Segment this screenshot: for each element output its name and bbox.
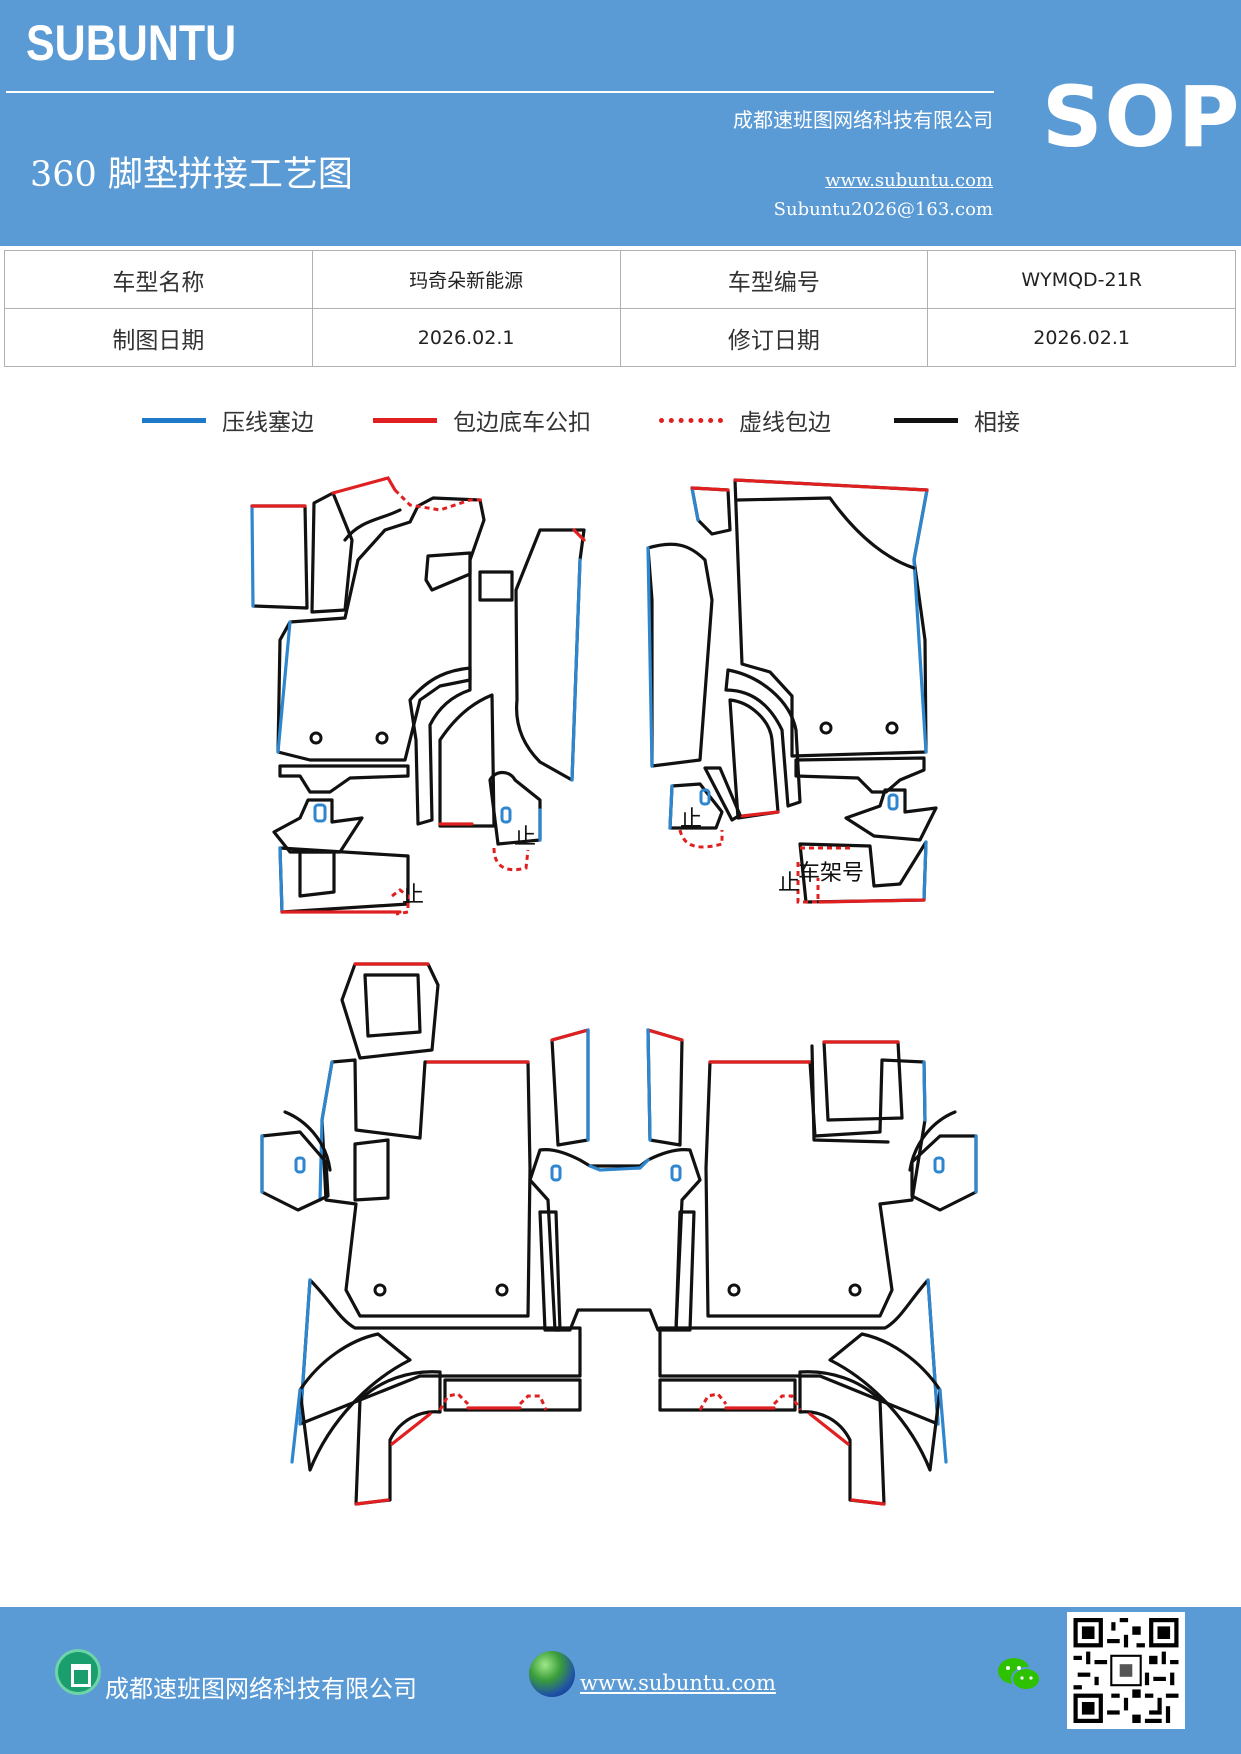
svg-text:止: 止 bbox=[680, 807, 702, 832]
svg-text:止: 止 bbox=[514, 825, 536, 850]
qr-code[interactable] bbox=[1067, 1612, 1185, 1729]
qr-code-pattern bbox=[1073, 1618, 1179, 1723]
mat-pieces-svg: 止 止 止 bbox=[250, 476, 978, 1506]
table-row: 制图日期 2026.02.1 修订日期 2026.02.1 bbox=[4, 308, 1236, 367]
legend-item-black: 相接 bbox=[894, 402, 1020, 438]
legend-item-dotted: 虚线包边 bbox=[659, 402, 831, 438]
vehicle-info-table: 车型名称 玛奇朵新能源 车型编号 WYMQD-21R 制图日期 2026.02.… bbox=[4, 250, 1236, 367]
frame-number-label: 车架号 bbox=[798, 861, 864, 886]
website-link[interactable]: www.subuntu.com bbox=[825, 170, 993, 191]
building-icon bbox=[55, 1649, 101, 1695]
footer-company-name: 成都速班图网络科技有限公司 bbox=[105, 1675, 417, 1703]
draw-date-value: 2026.02.1 bbox=[311, 308, 621, 367]
table-row: 车型名称 玛奇朵新能源 车型编号 WYMQD-21R bbox=[4, 250, 1236, 309]
upper-left-mats: 止 止 bbox=[250, 476, 586, 916]
floor-mat-diagram: 止 止 止 bbox=[0, 460, 1241, 1560]
legend-line-dotted bbox=[659, 417, 723, 423]
draw-date-label: 制图日期 bbox=[4, 308, 313, 367]
header-divider bbox=[6, 91, 994, 93]
legend-label: 虚线包边 bbox=[739, 410, 831, 436]
company-name: 成都速班图网络科技有限公司 bbox=[733, 108, 993, 132]
sop-badge: SOP bbox=[1042, 68, 1241, 166]
lower-mats bbox=[260, 962, 978, 1506]
legend-label: 包边底车公扣 bbox=[453, 410, 591, 436]
svg-text:止: 止 bbox=[778, 871, 800, 896]
wechat-icon[interactable] bbox=[996, 1655, 1042, 1695]
upper-right-mats: 止 止 车架号 bbox=[646, 478, 938, 904]
revise-date-label: 修订日期 bbox=[619, 308, 929, 367]
brand-logo: SUBUNTU bbox=[26, 15, 237, 71]
footer-banner: 成都速班图网络科技有限公司 www.subuntu.com bbox=[0, 1607, 1241, 1754]
legend-line-black bbox=[894, 417, 958, 423]
globe-icon bbox=[529, 1651, 575, 1697]
model-code-value: WYMQD-21R bbox=[927, 250, 1236, 309]
legend-label: 相接 bbox=[974, 410, 1020, 436]
svg-text:止: 止 bbox=[402, 883, 424, 908]
model-code-label: 车型编号 bbox=[619, 250, 929, 309]
revise-date-value: 2026.02.1 bbox=[927, 308, 1236, 367]
legend-item-red: 包边底车公扣 bbox=[373, 402, 591, 438]
legend-label: 压线塞边 bbox=[222, 410, 314, 436]
email-address: Subuntu2026@163.com bbox=[773, 199, 993, 220]
header-banner: SUBUNTU 成都速班图网络科技有限公司 SOP 360 脚垫拼接工艺图 ww… bbox=[0, 0, 1241, 246]
legend-line-red bbox=[373, 417, 437, 423]
footer-website-link[interactable]: www.subuntu.com bbox=[580, 1671, 776, 1695]
model-name-value: 玛奇朵新能源 bbox=[311, 250, 621, 309]
document-title: 360 脚垫拼接工艺图 bbox=[30, 155, 353, 195]
legend-item-blue: 压线塞边 bbox=[142, 402, 314, 438]
legend-line-blue bbox=[142, 417, 206, 423]
model-name-label: 车型名称 bbox=[4, 250, 313, 309]
